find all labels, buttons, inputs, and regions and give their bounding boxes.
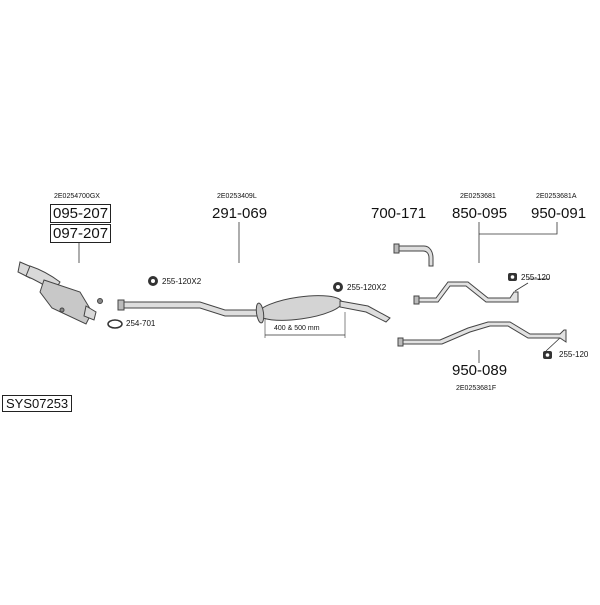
middle-pipe-front [119,301,263,317]
part-rear-b[interactable]: 950-091 [531,205,587,222]
rear-pipe-lower-part [397,321,567,347]
front-catalyst-part [17,261,103,325]
part-rear-a[interactable]: 850-095 [452,205,508,222]
catalyst-body [39,279,93,325]
rear-pipe-lower [401,321,567,345]
sensor-boss-2 [97,298,103,304]
fitting-hanger-upper[interactable]: 255-120 [521,273,551,282]
fitting-icons [107,273,552,359]
middle-muffler [257,295,343,321]
middle-flange [117,299,125,311]
oem-front: 2E0254700GX [54,193,100,200]
fitting-gasket[interactable]: 254-701 [126,319,156,328]
rear-pipe-lower-flange [397,337,404,347]
gasket-icon [107,319,123,329]
tailpipe-pipe [397,245,434,267]
leader-lines [78,217,562,363]
oem-rear-b: 2E0253681A [536,193,577,200]
muffler-end-cap [255,302,265,324]
middle-section-part [117,295,391,324]
part-front-1[interactable]: 095-207 [50,204,112,223]
fitting-hanger-lower[interactable]: 255-120 [559,350,589,359]
fitting-clamp-mid[interactable]: 255-120X2 [347,283,387,292]
dimension-line [264,312,346,338]
part-tailpipe[interactable]: 700-171 [371,205,427,222]
front-outlet-pipe [83,305,97,321]
oem-rear-c: 2E0253681F [456,385,497,392]
system-code: SYS07253 [2,395,73,412]
rear-pipe-upper-flange [413,295,420,305]
tailpipe-part [393,243,434,267]
oem-rear-a: 2E0253681 [460,193,496,200]
sensor-boss [59,307,65,313]
dimension-label: 400 & 500 mm [274,325,320,332]
fitting-clamp-left[interactable]: 255-120X2 [162,277,202,286]
middle-pipe-rear [339,300,391,323]
leader-hanger-upper-2 [514,282,529,292]
part-middle[interactable]: 291-069 [212,205,268,222]
part-rear-c[interactable]: 950-089 [452,362,508,379]
leader-hanger-lower [545,336,562,352]
rear-pipe-upper-part [413,281,519,305]
part-front-2[interactable]: 097-207 [50,224,112,243]
rear-pipe-upper [417,281,519,303]
tailpipe-flange [393,243,400,254]
leader-rear-b [479,222,558,235]
oem-middle: 2E0253409L [217,193,257,200]
